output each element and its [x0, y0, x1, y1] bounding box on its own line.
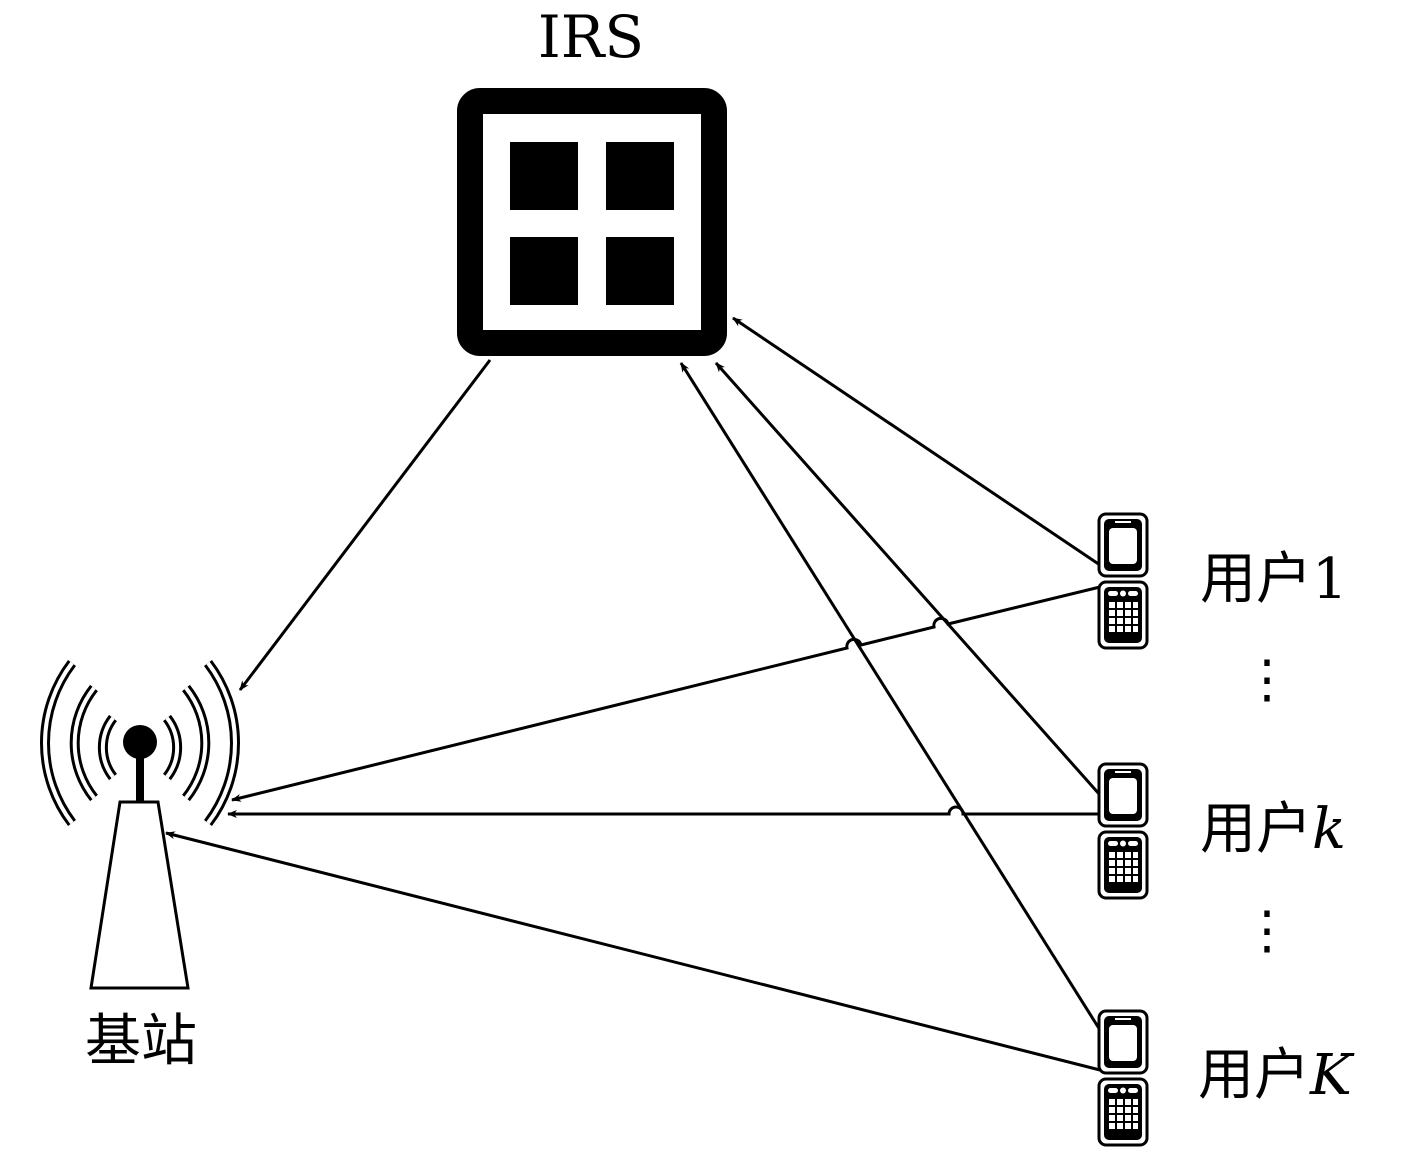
link-user1-to-irs [732, 316, 1101, 567]
link-userK-to-irs [679, 362, 1102, 1031]
user-1-prefix: 用户 [1200, 547, 1312, 612]
tower-icon [89, 800, 190, 990]
link-userk-to-irs [714, 362, 1102, 796]
link-userK-to-bs [165, 831, 1101, 1072]
user-k-label: 用户k [1200, 797, 1346, 862]
user-1-label: 用户1 [1200, 547, 1348, 612]
ellipsis-upper: ⋮ [1241, 650, 1293, 710]
irs-element [510, 142, 578, 210]
user-k-index: k [1312, 797, 1346, 862]
irs-node: IRS [457, 3, 727, 356]
base-station-label: 基站 [85, 1009, 197, 1074]
antenna-tip-icon [123, 725, 157, 759]
link-userk-to-bs [227, 805, 1100, 818]
irs-frame [457, 88, 727, 356]
user-K-phone-icon [1097, 1009, 1149, 1147]
user-K-prefix: 用户 [1198, 1043, 1310, 1108]
ellipsis-lower: ⋮ [1241, 901, 1293, 961]
user-K-label: 用户K [1198, 1043, 1355, 1108]
irs-element [606, 237, 674, 305]
link-irs-to-bs [238, 359, 492, 691]
links [165, 316, 1102, 1072]
irs-label: IRS [538, 3, 644, 71]
user-k-phone-icon [1097, 762, 1149, 900]
signal-waves-icon [39, 659, 241, 827]
user-1-index: 1 [1312, 547, 1348, 612]
user-k-prefix: 用户 [1200, 797, 1312, 862]
user-K-index: K [1309, 1043, 1355, 1108]
base-station-node: 基站 [39, 659, 241, 1074]
user-1-phone-icon [1097, 512, 1149, 650]
irs-element [606, 142, 674, 210]
irs-element [510, 237, 578, 305]
link-user1-to-bs [231, 585, 1101, 802]
